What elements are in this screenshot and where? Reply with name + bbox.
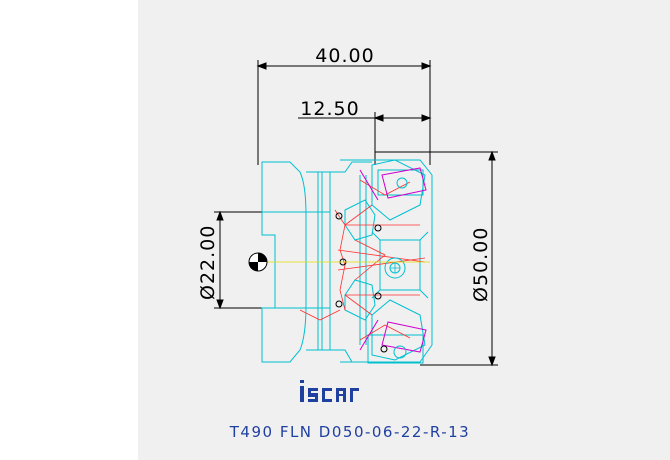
insert-length-label: 12.50: [300, 98, 359, 120]
iscar-logo: [300, 380, 359, 402]
center-mark-icon: [248, 252, 268, 272]
dimension-cutting-diameter: [375, 150, 498, 367]
screw-icon-bottom: [380, 345, 407, 359]
insert-screws: [359, 167, 427, 353]
dimension-bore-diameter: [214, 210, 330, 310]
bore-diameter-label: Ø22.00: [197, 225, 219, 300]
pin-holes: [335, 212, 382, 308]
overall-length-label: 40.00: [315, 45, 374, 67]
cutting-diameter-label: Ø50.00: [470, 227, 492, 302]
dimension-overall-length: [256, 60, 432, 165]
drawing-sheet: [138, 0, 670, 460]
cutter-body-outline: [261, 159, 433, 364]
screw-icon-center: [384, 257, 406, 279]
part-number: T490 FLN D050-06-22-R-13: [229, 423, 470, 441]
dimension-insert-length: [298, 112, 432, 165]
screw-icon-top: [396, 177, 408, 189]
hidden-lines: [299, 179, 426, 341]
